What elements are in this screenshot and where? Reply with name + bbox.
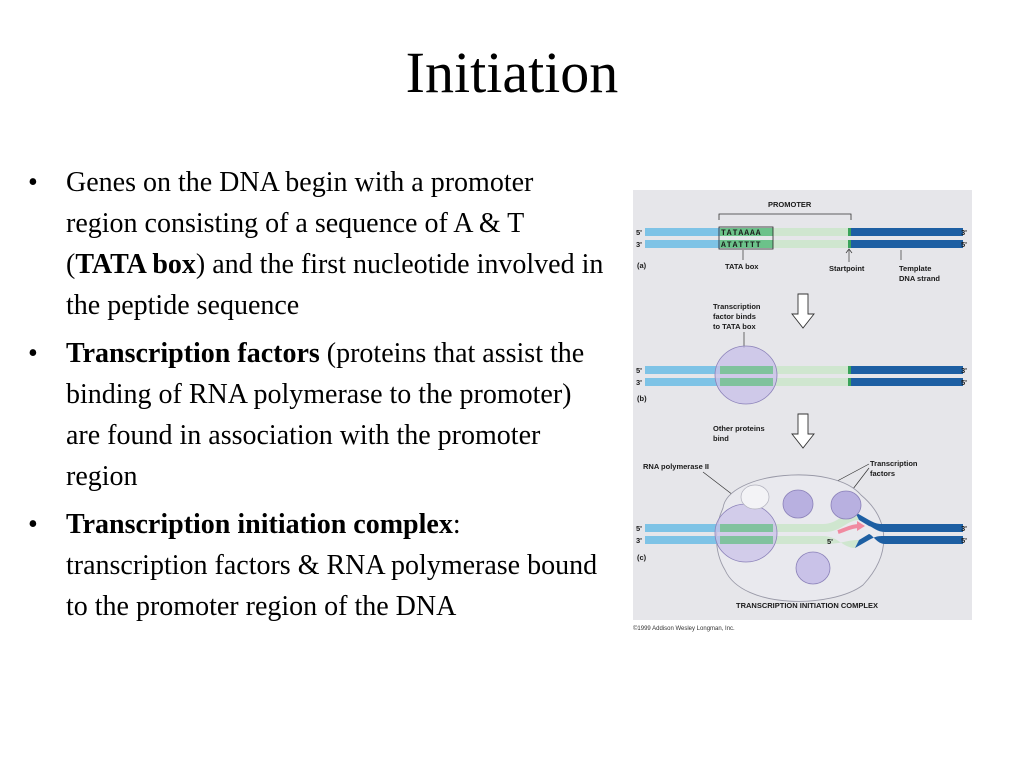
bullet-bold-term: Transcription factors — [66, 338, 320, 369]
three-prime-label: 3' — [961, 366, 967, 375]
transcription-factors-label: factors — [870, 469, 895, 478]
three-prime-label: 3' — [636, 536, 642, 545]
bullet-item: • Transcription factors (proteins that a… — [28, 333, 608, 497]
complex-label: TRANSCRIPTION INITIATION COMPLEX — [736, 601, 878, 610]
bullet-icon: • — [28, 338, 38, 369]
promoter-bracket — [718, 213, 852, 220]
bullet-icon: • — [28, 509, 38, 540]
startpoint-label: Startpoint — [829, 264, 865, 273]
other-proteins-label: Other proteins — [713, 424, 765, 433]
copyright-notice: ©1999 Addison Wesley Longman, Inc. — [633, 626, 735, 632]
transcription-factor-protein — [714, 503, 778, 563]
three-prime-label: 3' — [636, 378, 642, 387]
rna-polymerase-label: RNA polymerase II — [643, 462, 709, 471]
bullet-item: • Genes on the DNA begin with a promoter… — [28, 162, 608, 326]
bullet-bold-term: TATA box — [75, 249, 196, 280]
three-prime-label: 3' — [636, 240, 642, 249]
tata-sequence-bottom: ATATTTT — [721, 241, 762, 250]
rna-arrow-icon — [857, 521, 865, 531]
bullet-icon: • — [28, 167, 38, 198]
bullet-list: • Genes on the DNA begin with a promoter… — [28, 162, 608, 634]
bullet-text: Genes on the DNA begin with a promoter r… — [66, 167, 534, 280]
five-prime-label: 5' — [961, 240, 967, 249]
transcription-factor-protein — [830, 490, 862, 520]
startpoint-arrow-icon — [845, 248, 853, 254]
down-arrow-icon — [791, 413, 815, 449]
dna-strand-b — [645, 366, 963, 386]
tata-box-outline — [718, 226, 774, 250]
slide-title: Initiation — [405, 40, 619, 105]
bullet-text: (proteins that assist the binding of RNA… — [66, 338, 585, 492]
panel-b-label: (b) — [637, 394, 647, 403]
panel-a-label: (a) — [637, 261, 647, 270]
panel-c-label: (c) — [637, 553, 647, 562]
bullet-text: ) and the first nucleotide involved in t… — [66, 249, 604, 321]
promoter-label: PROMOTER — [768, 200, 812, 209]
five-prime-label: 5' — [636, 524, 642, 533]
transcription-diagram: PROMOTER TATAAAA ATATTTT 5' 3' 3' 5' (a)… — [633, 190, 972, 620]
other-proteins-label: bind — [713, 434, 729, 443]
bullet-bold-term: Transcription initiation complex — [66, 509, 453, 540]
five-prime-label: 5' — [961, 536, 967, 545]
tf-binds-label: factor binds — [713, 312, 756, 321]
tf-binds-label: to TATA box — [713, 322, 756, 331]
three-prime-label: 3' — [961, 228, 967, 237]
transcription-factors-label: Transcription — [870, 459, 918, 468]
bullet-text: : transcription factors & RNA polymerase… — [66, 509, 598, 622]
five-prime-label: 5' — [636, 366, 642, 375]
tata-box-label: TATA box — [725, 262, 759, 271]
template-label: Template — [899, 264, 931, 273]
dna-strand-a — [645, 228, 963, 248]
template-label: DNA strand — [899, 274, 940, 283]
five-prime-label: 5' — [636, 228, 642, 237]
transcription-factor-protein — [782, 489, 814, 519]
polymerase-subunit — [740, 484, 770, 510]
tata-sequence-top: TATAAAA — [721, 229, 762, 238]
five-prime-label: 5' — [961, 378, 967, 387]
transcription-factor-protein — [795, 551, 831, 585]
transcription-factor-protein — [714, 345, 778, 405]
down-arrow-icon — [791, 293, 815, 329]
tf-binds-label: Transcription — [713, 302, 761, 311]
bullet-item: • Transcription initiation complex: tran… — [28, 504, 608, 627]
rna-five-prime-label: 5' — [827, 537, 833, 546]
three-prime-label: 3' — [961, 524, 967, 533]
